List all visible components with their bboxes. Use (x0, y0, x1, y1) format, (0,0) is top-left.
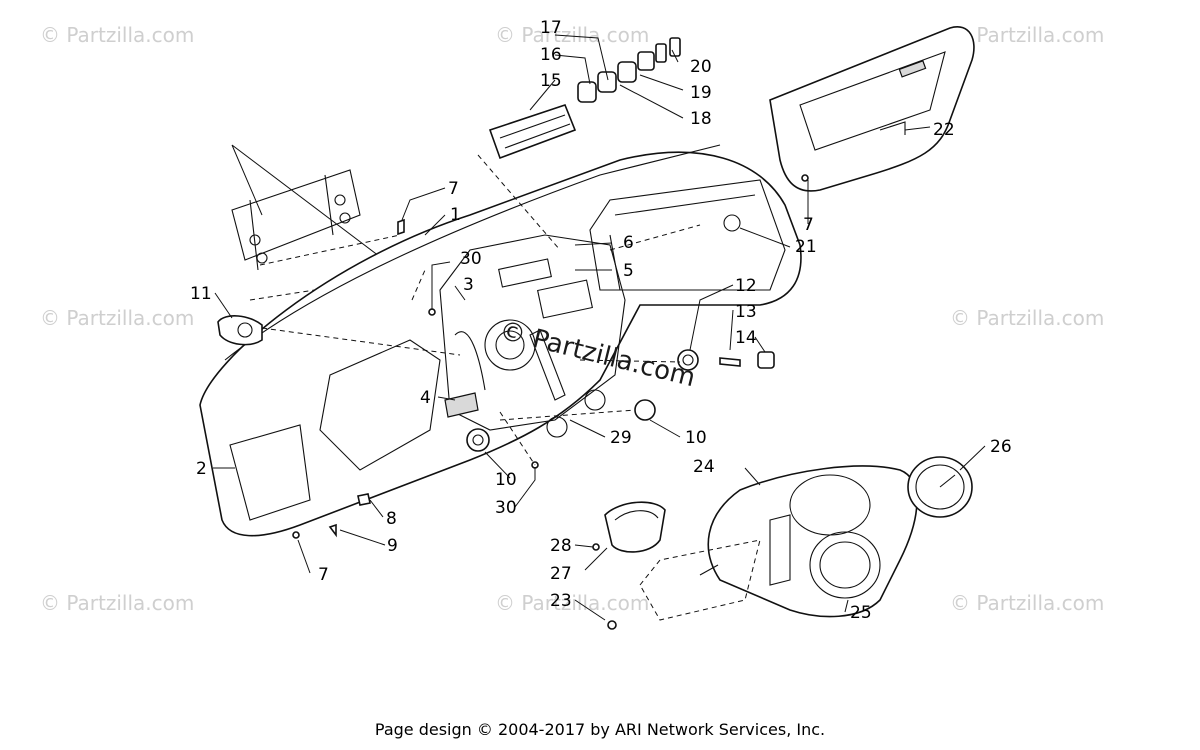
watermarks: © Partzilla.com © Partzilla.com © Partzi… (40, 23, 1104, 615)
callout-2: 2 (196, 459, 207, 479)
callout-18: 18 (690, 109, 712, 129)
watermark: © Partzilla.com (950, 591, 1104, 615)
watermark: © Partzilla.com (495, 591, 649, 615)
gauge-bezel (604, 501, 666, 553)
callout-28: 28 (550, 536, 572, 556)
callout-16: 16 (540, 45, 562, 65)
watermark: © Partzilla.com (495, 23, 649, 47)
glove-box-lid (769, 26, 975, 192)
callout-30-lower: 30 (495, 498, 517, 518)
callout-11: 11 (190, 284, 212, 304)
dashed-leaders (261, 154, 701, 466)
callout-14: 14 (735, 328, 757, 348)
callout-13: 13 (735, 302, 757, 322)
rocker-switches (577, 37, 681, 103)
instrument-pod (707, 465, 918, 618)
callout-17: 17 (540, 18, 562, 38)
switch-block (488, 104, 577, 160)
callout-23: 23 (550, 591, 572, 611)
callout-4: 4 (420, 388, 431, 408)
callout-15: 15 (540, 71, 562, 91)
accessory-plugs (466, 399, 656, 452)
speedometer-gauge (907, 456, 973, 518)
watermark: © Partzilla.com (40, 591, 194, 615)
callout-12: 12 (735, 276, 757, 296)
callout-labels: 17 16 15 20 19 18 22 7 1 30 3 6 5 21 7 1… (190, 18, 1012, 623)
callout-22: 22 (933, 120, 955, 140)
page-footer: Page design © 2004-2017 by ARI Network S… (374, 720, 826, 739)
callout-27: 27 (550, 564, 572, 584)
key-switch-parts (677, 349, 775, 371)
callout-1: 1 (450, 205, 461, 225)
callout-8: 8 (386, 509, 397, 529)
callout-leaders (213, 34, 986, 621)
callout-6: 6 (623, 233, 634, 253)
callout-30-upper: 30 (460, 249, 482, 269)
watermark: © Partzilla.com (40, 23, 194, 47)
callout-10-right: 10 (685, 428, 707, 448)
watermark: © Partzilla.com (950, 306, 1104, 330)
callout-10-left: 10 (495, 470, 517, 490)
callout-7-upper-left: 7 (448, 179, 459, 199)
watermark: © Partzilla.com (40, 306, 194, 330)
mount-bracket (231, 144, 421, 301)
callout-7-right: 7 (803, 215, 814, 235)
callout-26: 26 (990, 437, 1012, 457)
callout-20: 20 (690, 57, 712, 77)
callout-29: 29 (610, 428, 632, 448)
callout-5: 5 (623, 261, 634, 281)
callout-9: 9 (387, 536, 398, 556)
watermark: © Partzilla.com (950, 23, 1104, 47)
callout-21: 21 (795, 237, 817, 257)
callout-24: 24 (693, 457, 715, 477)
ignition-switch (217, 315, 263, 346)
callout-7-lower: 7 (318, 565, 329, 585)
callout-25: 25 (850, 603, 872, 623)
callout-19: 19 (690, 83, 712, 103)
callout-3: 3 (463, 275, 474, 295)
pod-bracket (639, 539, 761, 621)
